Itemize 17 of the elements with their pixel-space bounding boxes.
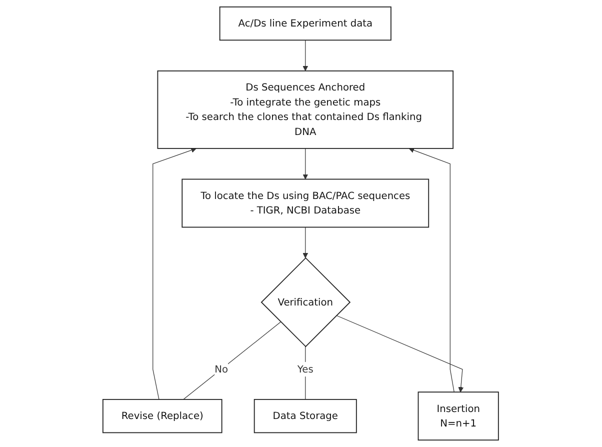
node-box: To locate the Ds using BAC/PAC sequences - TIGR, NCBI Database — [182, 178, 430, 228]
arrow — [303, 148, 308, 180]
arrow — [152, 148, 197, 400]
node-box: Insertion N=n+1 — [418, 392, 500, 441]
edge-label: No — [214, 363, 228, 375]
arrow — [409, 148, 455, 392]
connector — [183, 322, 282, 400]
arrow — [303, 40, 308, 72]
node-diamond: Verification — [261, 257, 351, 348]
node-box: Ds Sequences Anchored -To integrate the genetic maps -To search the clones that contained Ds flanking DNA — [158, 70, 454, 149]
arrow — [336, 315, 464, 392]
arrow — [303, 226, 308, 258]
edge-label: Yes — [298, 363, 314, 375]
connector — [305, 346, 306, 400]
node-box: Revise (Replace) — [102, 398, 223, 434]
node-box: Ac/Ds line Experiment data — [220, 6, 392, 41]
node-box: Data Storage — [254, 398, 358, 434]
